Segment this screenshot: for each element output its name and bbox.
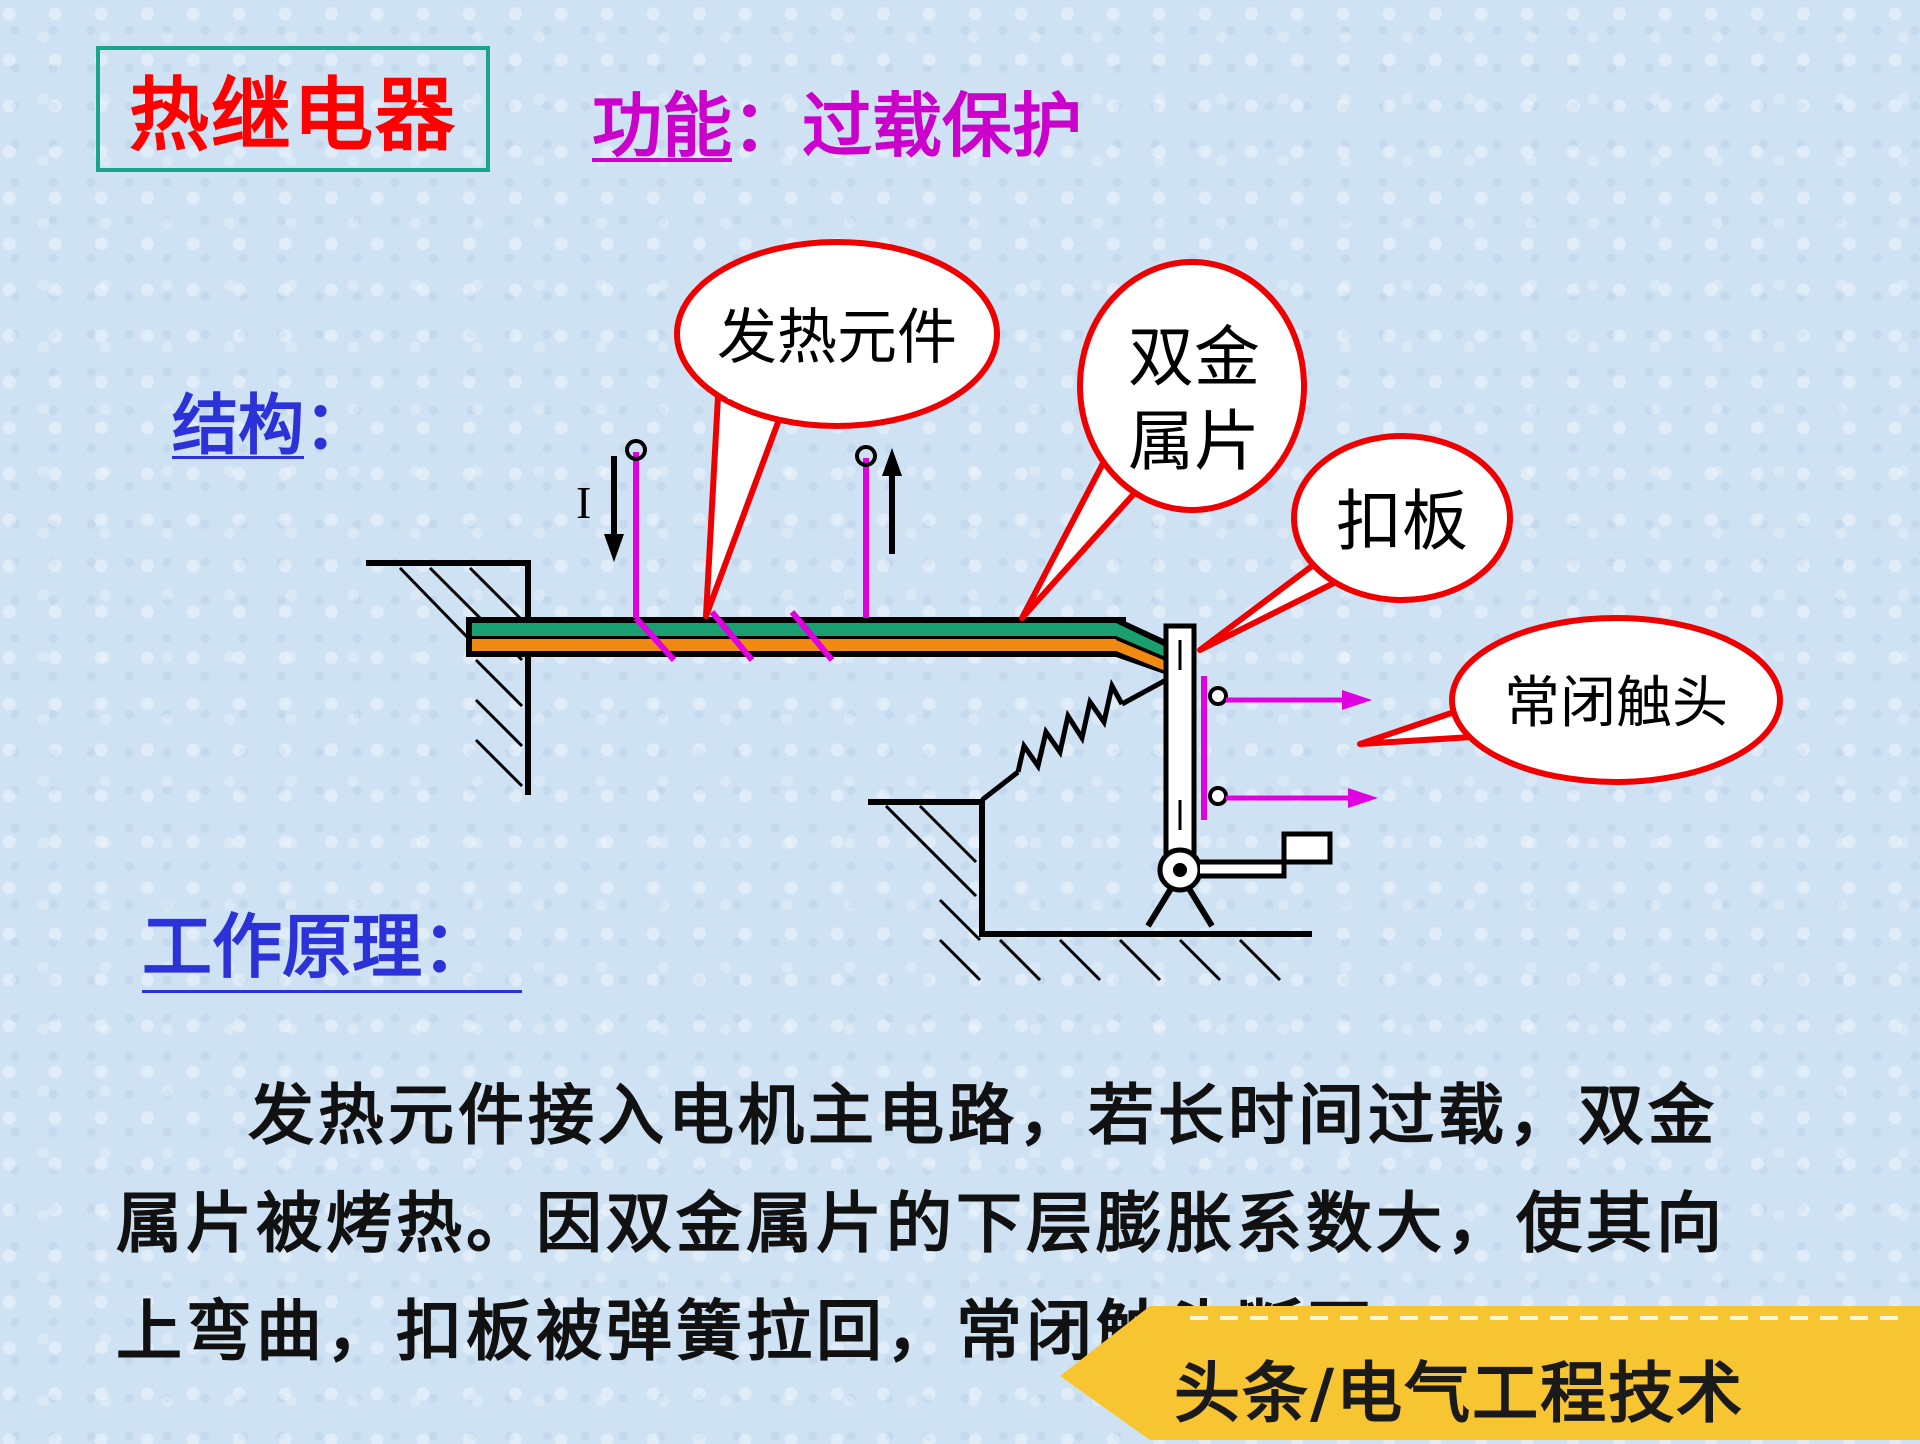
callout-bimetal: 双金 属片: [1019, 259, 1307, 621]
bimetal-strip: [466, 617, 1170, 676]
callout-heater: 发热元件: [674, 239, 1000, 619]
pivot-latch: [1145, 831, 1333, 928]
terminal-left: [625, 439, 647, 461]
function-value: 过载保护: [802, 85, 1082, 167]
spring: [980, 677, 1168, 802]
principle-heading: 工作原理：: [142, 904, 522, 993]
heater-wire: [633, 452, 869, 663]
structure-heading: 结构：: [172, 372, 370, 468]
principle-separator: ：: [422, 906, 492, 988]
page-title-text: 热继电器: [129, 69, 457, 162]
closed-contacts: [1201, 676, 1378, 820]
function-separator: ：: [732, 85, 802, 167]
current-label: I: [576, 477, 591, 528]
function-line: 功能：过载保护: [592, 70, 1082, 171]
watermark-text: 头条/电气工程技术: [1174, 1355, 1745, 1432]
left-wall-support: [366, 560, 531, 795]
current-out-arrow: [882, 448, 902, 554]
principle-label: 工作原理: [142, 906, 422, 988]
callout-lever-text: 扣板: [1336, 483, 1468, 560]
structure-label: 结构: [172, 387, 304, 464]
callout-contact-text: 常闭触头: [1504, 671, 1728, 736]
current-in-arrow: [604, 456, 624, 562]
terminal-right: [855, 445, 877, 467]
callout-bimetal-line1: 双金: [1128, 319, 1260, 396]
base-support: [868, 799, 1312, 982]
function-label: 功能: [592, 85, 732, 167]
lever-plate: [1163, 623, 1197, 869]
page-title: 热继电器: [96, 46, 490, 172]
callout-heater-text: 发热元件: [717, 303, 957, 373]
callout-contact: 常闭触头: [1357, 615, 1783, 785]
structure-separator: ：: [304, 387, 370, 464]
watermark-banner: 头条/电气工程技术: [1040, 1306, 1920, 1440]
watermark-background: [1060, 1306, 1920, 1440]
callout-bimetal-line2: 属片: [1128, 403, 1260, 480]
callout-lever: 扣板: [1197, 433, 1513, 653]
principle-description: 发热元件接入电机主电路，若长时间过载，双金属片被烤热。因双金属片的下层膨胀系数大…: [116, 1077, 1726, 1370]
